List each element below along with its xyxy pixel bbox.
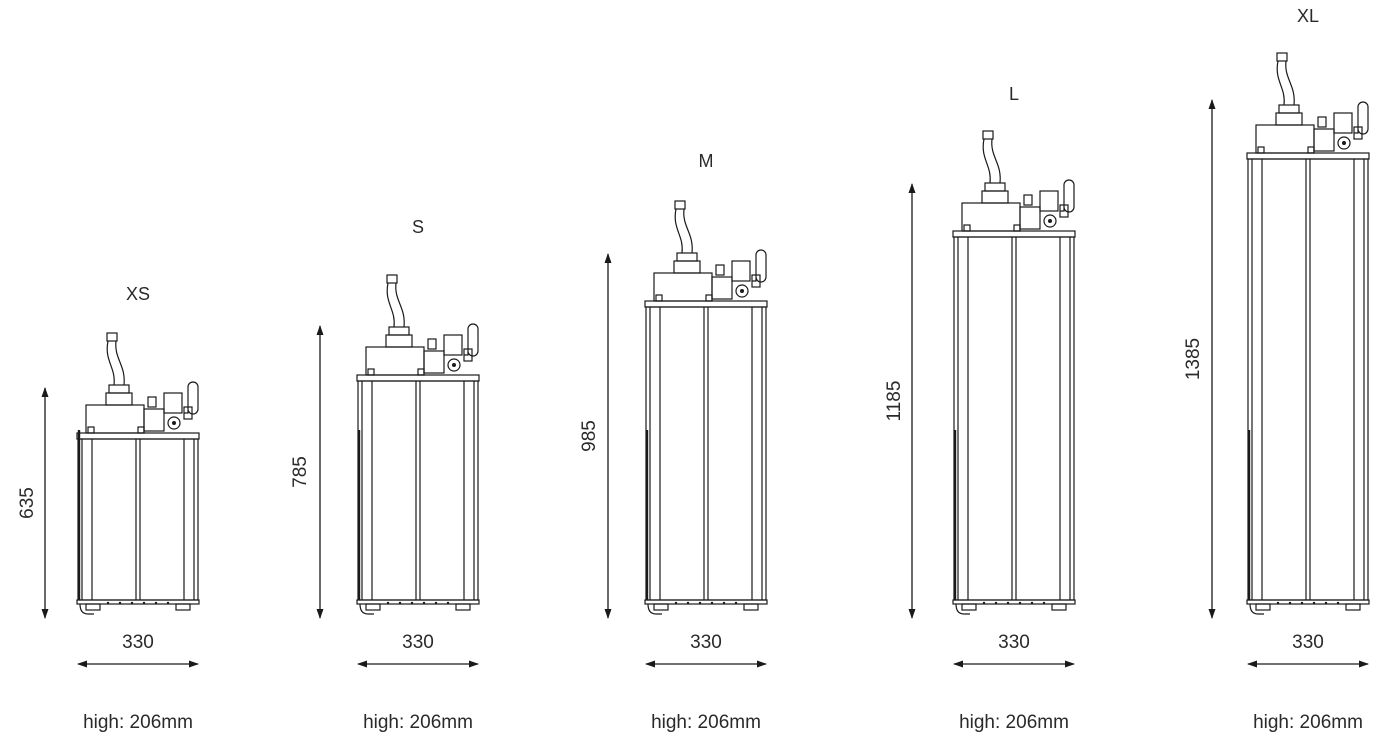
- height-label: 635: [17, 487, 38, 519]
- unit-l: L 1185 330 high: 206mm: [884, 84, 1076, 733]
- size-label: XS: [126, 284, 150, 304]
- depth-label: high: 206mm: [651, 712, 761, 733]
- unit-drawing: [356, 274, 480, 615]
- depth-label: high: 206mm: [1253, 712, 1363, 733]
- width-label: 330: [690, 632, 722, 653]
- width-label: 330: [1292, 632, 1324, 653]
- unit-m: M 985 330 high: 206mm: [579, 151, 768, 733]
- size-label: M: [699, 151, 714, 171]
- height-label: 985: [579, 420, 600, 452]
- size-label: S: [412, 217, 424, 237]
- unit-drawing: [644, 200, 768, 615]
- width-label: 330: [402, 632, 434, 653]
- unit-drawing: [952, 130, 1076, 615]
- size-label: XL: [1297, 6, 1319, 26]
- depth-label: high: 206mm: [959, 712, 1069, 733]
- width-label: 330: [998, 632, 1030, 653]
- height-label: 1385: [1183, 338, 1204, 380]
- height-label: 1185: [884, 381, 905, 422]
- unit-drawing: [76, 332, 200, 615]
- unit-drawing: [1246, 52, 1370, 615]
- depth-label: high: 206mm: [363, 712, 473, 733]
- unit-s: S 785 330 high: 206mm: [290, 217, 480, 733]
- size-label: L: [1009, 84, 1019, 104]
- unit-xs: XS 635 330 high: 206mm: [17, 284, 200, 733]
- unit-xl: XL 1385 330 high: 206mm: [1183, 6, 1370, 733]
- width-label: 330: [122, 632, 154, 653]
- height-label: 785: [290, 456, 311, 488]
- depth-label: high: 206mm: [83, 712, 193, 733]
